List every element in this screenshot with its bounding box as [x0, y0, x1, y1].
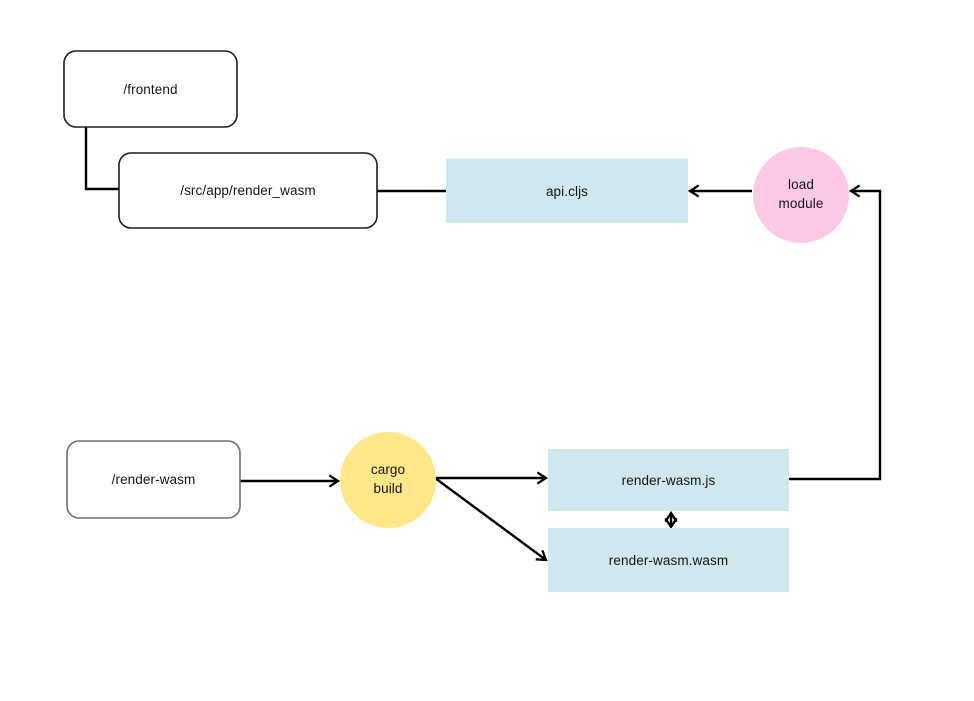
node-load-module[interactable] [753, 147, 849, 243]
node-render-wasm-wasm[interactable] [548, 528, 789, 592]
node-src-app-render-wasm[interactable] [118, 152, 378, 229]
node-cargo-build[interactable] [340, 432, 436, 528]
node-frontend[interactable] [63, 50, 238, 128]
node-api-cljs[interactable] [446, 159, 688, 223]
edge-render-wasm-js-to-load-module [789, 184, 882, 481]
edge-cargo-build-to-render-wasm-wasm [434, 477, 548, 562]
node-render-wasm-js[interactable] [548, 449, 789, 511]
edge-frontend-to-src-app [84, 127, 119, 191]
node-render-wasm-dir[interactable] [66, 440, 241, 519]
